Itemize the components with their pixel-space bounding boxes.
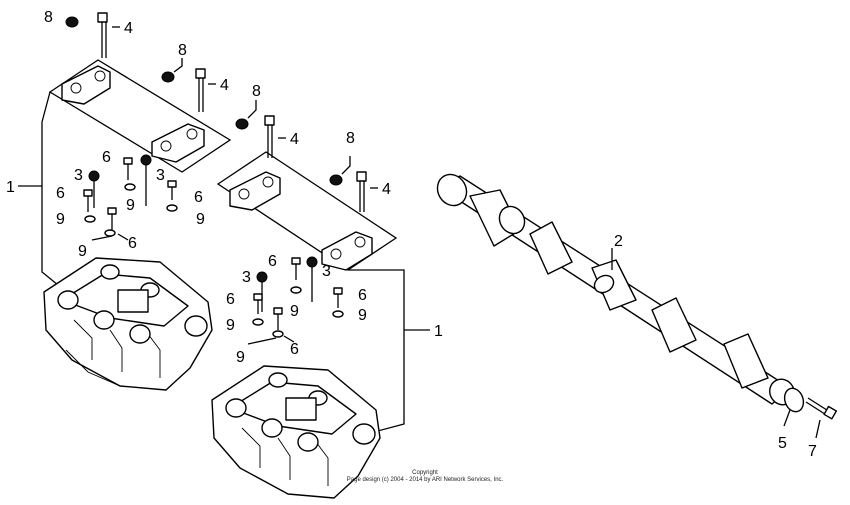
stud-3-left-a [88,170,100,208]
callout-2: 2 [614,233,623,250]
leader-5 [783,409,791,427]
callout-3-left-b: 3 [156,167,165,184]
leader-8d [341,156,351,175]
leader-6h [283,335,295,343]
callout-4-b: 4 [220,77,229,94]
callout-5: 5 [778,435,787,452]
copyright-line-1: Copyright [412,470,438,476]
callout-1-right: 1 [434,323,443,340]
bolt-4-left-second [195,68,206,112]
cylinder-head-right [211,365,381,499]
leader-6d [117,233,129,241]
bolt-6-left-c [167,180,177,200]
cap-outline-left [48,59,232,173]
bolt-6-right-d [273,307,283,330]
callout-9-left-c: 9 [196,211,205,228]
bolt-6-right-c [333,287,343,308]
bearing-cap-right-upper [229,171,281,211]
bolt-6-right-b [253,293,263,314]
bearing-cap-right-lower [321,231,373,271]
callout-6-right-b: 6 [226,291,235,308]
bolt-4-right-b [356,171,367,212]
leader-9d [91,235,113,241]
leader-1-left-top [41,91,51,123]
washer-9-left [84,183,178,237]
callout-8-b: 8 [178,42,187,59]
leader-9h [247,337,277,345]
callout-9-right-a: 9 [290,303,299,320]
cylinder-head-left [43,257,213,391]
washer-9-right [252,286,344,338]
bearing-cap-left-upper [61,65,111,105]
callout-3-right-a: 3 [242,269,251,286]
nut-8-left-top [65,16,79,28]
bolt-6-left-d [107,207,117,230]
nut-8-right-a [235,118,249,130]
callout-6-right-a: 6 [268,253,277,270]
bolt-6-left-b [83,189,93,212]
callout-3-right-b: 3 [322,263,331,280]
callout-6-right-c: 6 [358,287,367,304]
callout-1-left: 1 [6,179,15,196]
bearing-cap-left-lower [151,123,205,163]
callout-8-c: 8 [252,83,261,100]
callout-6-left-b: 6 [56,185,65,202]
leader-1-right [348,269,405,433]
nut-8-right-b [329,174,343,186]
stud-3-left-b [140,154,152,206]
bolt-4-right-a [264,115,275,158]
leader-7 [815,419,821,439]
callout-6-left-a: 6 [102,149,111,166]
callout-8-a: 8 [44,9,53,26]
callout-9-left-d: 9 [78,243,87,260]
copyright-line-2: Page design (c) 2004 - 2014 by ARI Netwo… [346,477,504,483]
callout-4-c: 4 [290,131,299,148]
callout-6-right-d: 6 [290,341,299,358]
bolt-4-left-top [97,12,108,58]
callout-9-right-d: 9 [236,349,245,366]
leader-8b [173,58,183,73]
bolt-7 [805,397,838,420]
callout-4-a: 4 [124,20,133,37]
leader-1-left [41,122,59,286]
callout-3-left-a: 3 [74,167,83,184]
bolt-6-left-a [123,157,133,180]
callout-7: 7 [808,443,817,460]
leader-8c [247,100,257,119]
camshaft [436,173,795,406]
cap-outline-right [216,151,398,271]
stud-3-right-b [306,256,318,302]
nut-8-left-second [161,71,175,83]
callout-6-left-d: 6 [128,235,137,252]
bolt-6-right-a [291,257,301,280]
callout-9-left-a: 9 [126,197,135,214]
callout-8-d: 8 [346,130,355,147]
callout-9-right-b: 9 [226,317,235,334]
callout-6-left-c: 6 [194,189,203,206]
callout-9-left-b: 9 [56,211,65,228]
washer-5 [783,387,805,413]
callout-9-right-c: 9 [358,307,367,324]
callout-4-d: 4 [382,181,391,198]
